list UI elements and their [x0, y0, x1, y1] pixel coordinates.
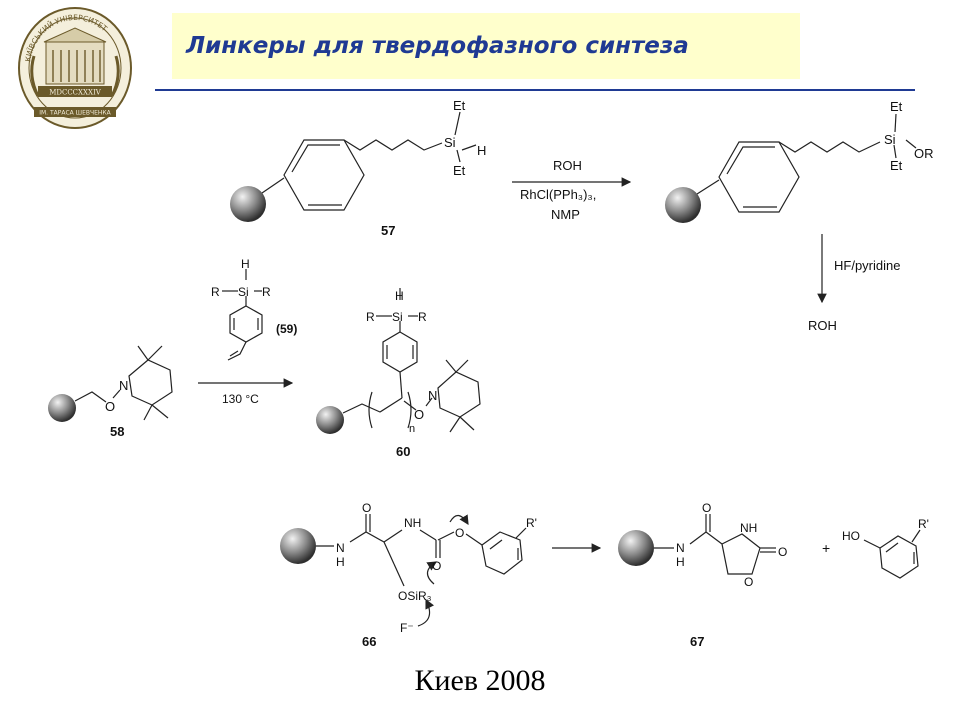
reagent-hf-pyridine: HF/pyridine — [834, 258, 900, 273]
atom-h: H — [395, 289, 404, 303]
atom-h: H — [676, 555, 685, 569]
resin-bead — [316, 406, 344, 434]
title-divider — [155, 89, 915, 91]
atom-rprime: R' — [918, 517, 929, 531]
compound-label-67: 67 — [690, 634, 704, 649]
atom-r: R — [418, 310, 427, 324]
silyl-ether-structure: Si Et OR Et — [665, 99, 934, 223]
atom-o: O — [362, 501, 371, 515]
atom-r: R — [366, 310, 375, 324]
seal-bottom-banner: ІМ. ТАРАСА ШЕВЧЕНКА — [39, 110, 111, 117]
atom-si: Si — [392, 310, 403, 324]
compound-57-structure: Si Et H Et 57 — [230, 98, 486, 238]
atom-o: O — [105, 399, 115, 414]
resin-bead — [618, 530, 654, 566]
atom-et: Et — [890, 99, 903, 114]
atom-nh: NH — [404, 516, 421, 530]
atom-n: N — [428, 388, 437, 403]
resin-bead — [230, 186, 266, 222]
atom-si: Si — [444, 135, 456, 150]
university-seal-logo: КИЇВСЬКИЙ УНІВЕРСИТЕТ MDCCCXXXIV ІМ. ТАР… — [18, 7, 132, 129]
atom-et: Et — [890, 158, 903, 173]
atom-et: Et — [453, 98, 466, 113]
compound-59-structure: H Si R R (59) — [211, 257, 297, 361]
reagent-nmp: NMP — [551, 207, 580, 222]
compound-60-structure: H Si R R O N n 60 — [316, 288, 481, 459]
atom-o: O — [455, 526, 464, 540]
atom-or: OR — [914, 146, 934, 161]
atom-et: Et — [453, 163, 466, 178]
atom-h: H — [336, 555, 345, 569]
compound-label-57: 57 — [381, 223, 395, 238]
atom-o: O — [702, 501, 711, 515]
reaction-temperature: 130 °C — [222, 392, 259, 406]
atom-o: O — [778, 545, 787, 559]
compound-58-structure: O N 58 — [48, 345, 173, 439]
page-title: Линкеры для твердофазного синтеза — [186, 33, 689, 59]
atom-si: Si — [884, 132, 896, 147]
compound-67-structure: N H O NH O O 67 — [618, 501, 787, 649]
atom-osir3: OSiR₃ — [398, 589, 432, 603]
compound-label-58: 58 — [110, 424, 124, 439]
title-box: Линкеры для твердофазного синтеза — [172, 13, 800, 79]
atom-o: O — [744, 575, 753, 589]
repeat-index-n: n — [409, 423, 415, 435]
atom-h: H — [241, 257, 250, 271]
resin-bead — [665, 187, 701, 223]
atom-n: N — [336, 541, 345, 555]
atom-n: N — [676, 541, 685, 555]
resin-bead — [280, 528, 316, 564]
atom-r: R — [262, 285, 271, 299]
compound-label-59: (59) — [276, 322, 297, 336]
atom-nh: NH — [740, 521, 757, 535]
phenol-structure: HO R' — [842, 517, 929, 579]
atom-o: O — [432, 559, 441, 573]
compound-label-60: 60 — [396, 444, 410, 459]
atom-r: R — [211, 285, 220, 299]
reagent-roh: ROH — [553, 158, 582, 173]
footer-city-year: Киев 2008 — [414, 664, 546, 697]
resin-bead — [48, 394, 76, 422]
reagent-rhcl: RhCl(PPh₃)₃, — [520, 187, 596, 202]
seal-date-banner: MDCCCXXXIV — [49, 89, 102, 97]
product-roh: ROH — [808, 318, 837, 333]
compound-label-66: 66 — [362, 634, 376, 649]
atom-si: Si — [238, 285, 249, 299]
plus-sign: + — [822, 540, 830, 556]
atom-ho: HO — [842, 529, 860, 543]
atom-o: O — [414, 407, 424, 422]
compound-66-structure: N H O NH O O R' OSiR₃ F⁻ 66 — [280, 501, 537, 649]
atom-h: H — [477, 143, 486, 158]
atom-rprime: R' — [526, 516, 537, 530]
atom-f-minus: F⁻ — [400, 621, 414, 635]
atom-n: N — [119, 378, 128, 393]
